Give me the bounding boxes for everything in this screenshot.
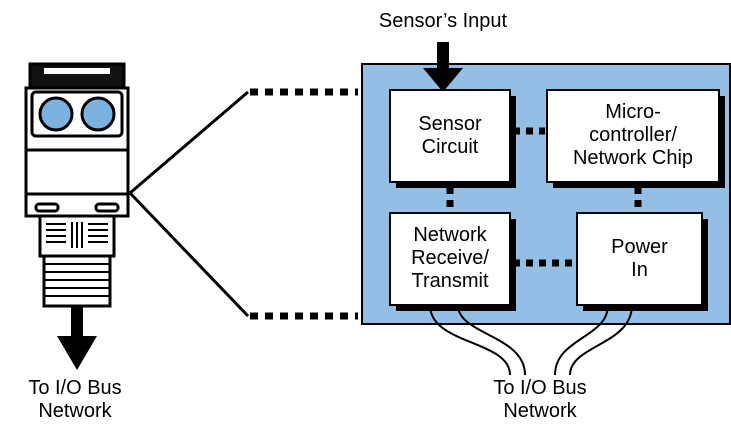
block-connectors [446,127,642,267]
power-in-line-2: In [631,259,648,281]
sensor-neck-vents [46,222,108,248]
sensor-input-label: Sensor’s Input [378,10,508,32]
network-rx-tx-line-2: Receive/ [411,247,489,269]
network-rx-tx-block [389,212,511,306]
sensor-indicator-left [34,202,60,213]
microcontroller-line-1: Micro- [605,101,661,123]
microcontroller-label: Micro- controller/ Network Chip [547,101,719,170]
sensor-input-arrow [423,42,463,92]
right-bus-label: To I/O Bus Network [460,377,620,423]
microcontroller-line-3: Network Chip [572,147,694,169]
left-bus-line-2: Network [38,400,112,422]
microcontroller-block [546,89,720,183]
power-in-label: Power In [577,236,702,282]
network-rx-tx-label: Network Receive/ Transmit [390,224,510,293]
sensor-output-arrow [57,306,97,370]
sensor-device [24,62,130,308]
zoom-lines [128,88,358,320]
sensor-circuit-line-2: Circuit [421,136,479,158]
sensor-connector-threads [44,263,110,297]
right-bus-line-1: To I/O Bus [493,377,587,399]
power-in-line-1: Power [611,236,668,258]
sensor-top-cap [28,62,126,90]
network-rx-tx-line-3: Transmit [411,270,489,292]
sensor-lens-right [80,96,116,132]
network-rx-tx-line-1: Network [413,224,487,246]
left-bus-line-1: To I/O Bus [28,377,122,399]
sensor-top-highlight [44,68,110,74]
power-in-block [576,212,703,306]
bus-cables [429,304,633,376]
sensor-circuit-line-1: Sensor [418,113,482,135]
left-bus-label: To I/O Bus Network [0,377,155,423]
sensor-circuit-block [389,89,511,183]
right-bus-line-2: Network [503,400,577,422]
sensor-circuit-label: Sensor Circuit [390,113,510,159]
sensor-indicator-right [94,202,120,213]
sensor-lens-left [38,96,74,132]
microcontroller-line-2: controller/ [589,124,677,146]
